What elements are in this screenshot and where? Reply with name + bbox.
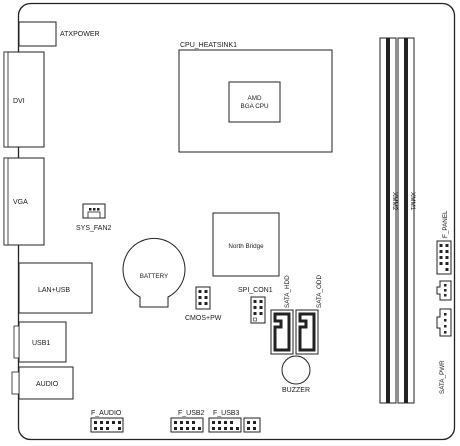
memory-slot-xmm1: XMM1 bbox=[397, 37, 416, 404]
sys-fan2-header: SYS_FAN2 bbox=[76, 203, 112, 232]
f-usb2-label: F_USB2 bbox=[178, 410, 205, 417]
sata-odd-label: SATA_ODD bbox=[316, 275, 323, 308]
f-audio-header: F_AUDIO bbox=[90, 410, 124, 433]
cpu-heatsink: CPU_HEATSINK1 AMD BGA CPU bbox=[178, 42, 333, 153]
f-panel-header: F_PANEL bbox=[436, 210, 452, 275]
sata-pwr-connector: SATA_PWR bbox=[436, 308, 452, 394]
battery-label: BATTERY bbox=[140, 273, 169, 280]
usb1-label: USB1 bbox=[32, 340, 50, 347]
sata-hdd-connector: SATA_HDD bbox=[270, 275, 294, 355]
atx-power-label: ATXPOWER bbox=[60, 31, 100, 38]
spi-con1-label: SPI_CON1 bbox=[238, 287, 273, 294]
xmm1-label: XMM1 bbox=[409, 192, 416, 211]
dvi-connector: DVI bbox=[3, 51, 45, 148]
audio-label: AUDIO bbox=[36, 381, 59, 388]
cpu-chip-label-line2: BGA CPU bbox=[241, 103, 269, 110]
f-usb2-header: F_USB2 bbox=[170, 410, 205, 433]
buzzer-label: BUZZER bbox=[282, 387, 310, 394]
f-audio-label: F_AUDIO bbox=[91, 410, 122, 417]
sata-hdd-label: SATA_HDD bbox=[284, 275, 291, 308]
sata-odd-connector: SATA_ODD bbox=[295, 275, 323, 355]
front-connector bbox=[436, 280, 452, 301]
lan-usb-connector: LAN+USB bbox=[18, 262, 93, 314]
cpu-chip bbox=[228, 81, 281, 123]
battery: BATTERY bbox=[122, 237, 186, 308]
cmos-pw-label: CMOS+PW bbox=[185, 315, 222, 322]
usb1-connector: USB1 bbox=[13, 321, 67, 363]
small-header bbox=[243, 417, 261, 433]
buzzer: BUZZER bbox=[281, 355, 311, 394]
f-usb3-label: F_USB3 bbox=[213, 410, 240, 417]
cpu-heatsink-label: CPU_HEATSINK1 bbox=[180, 42, 237, 49]
memory-slot-xmm2: XMM2 bbox=[379, 37, 398, 404]
sata-pwr-label: SATA_PWR bbox=[439, 360, 446, 394]
atx-power-connector: ATXPOWER bbox=[18, 21, 100, 47]
f-usb3-header: F_USB3 bbox=[208, 410, 242, 433]
vga-connector: VGA bbox=[3, 157, 45, 246]
north-bridge-chip: North Bridge bbox=[212, 212, 280, 277]
cmos-pw-jumper: CMOS+PW bbox=[185, 286, 222, 322]
sys-fan2-label: SYS_FAN2 bbox=[76, 225, 112, 232]
xmm2-label: XMM2 bbox=[391, 192, 398, 211]
cpu-chip-label-line1: AMD bbox=[248, 95, 262, 102]
lan-usb-label: LAN+USB bbox=[38, 287, 70, 294]
dvi-label: DVI bbox=[13, 98, 25, 105]
f-panel-label: F_PANEL bbox=[442, 210, 449, 238]
spi-con1-header: SPI_CON1 bbox=[238, 287, 273, 324]
vga-label: VGA bbox=[13, 199, 28, 206]
north-bridge-label: North Bridge bbox=[228, 243, 264, 250]
audio-connector: AUDIO bbox=[11, 366, 74, 400]
